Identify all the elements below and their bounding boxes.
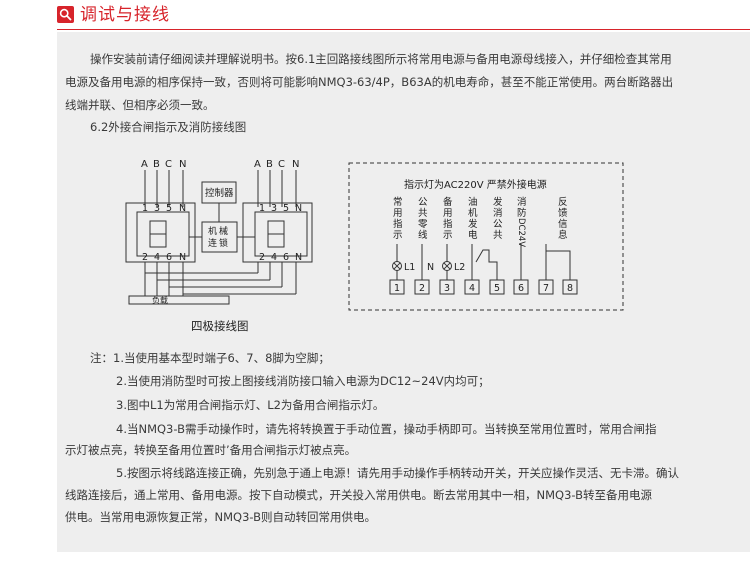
- col-label: 零: [418, 219, 428, 230]
- terminal-number: 3: [154, 203, 160, 214]
- terminal-number: N: [295, 203, 302, 214]
- phase-label: N: [292, 159, 299, 170]
- terminal-number: 4: [154, 252, 160, 263]
- col-label: 电: [468, 229, 478, 241]
- col-label: 消: [517, 196, 527, 208]
- note-4-line-2: 示灯被点亮，转换至备用位置时’备用合闸指示灯被点亮。: [65, 443, 357, 457]
- interlock-label: 锁: [219, 237, 228, 249]
- phase-label: B: [153, 159, 160, 170]
- terminal-number: N: [179, 252, 186, 263]
- col-label: 公: [493, 219, 503, 230]
- note-5-line-2: 线路连接后，通上常用、备用电源。按下自动模式，开关投入常用供电。断去常用其中一相…: [65, 488, 653, 502]
- diagram-title: 6.2外接合闸指示及消防接线图: [90, 120, 247, 134]
- intro-line-1: 操作安装前请仔细阅读并理解说明书。按6.1主回路接线图所示将常用电源与备用电源母…: [90, 52, 672, 66]
- diagram-header: 指示灯为AC220V 严禁外接电源: [404, 178, 547, 191]
- note-5-line-3: 供电。当常用电源恢复正常，NMQ3-B则自动转回常用供电。: [65, 510, 377, 524]
- note-4-line-1: 4.当NMQ3-B需手动操作时，请先将转换置于手动位置，操动手柄即可。当转换至常…: [116, 422, 657, 436]
- terminal-number: 6: [518, 283, 524, 294]
- terminal-number: 2: [142, 252, 148, 263]
- terminal-number: 1: [394, 283, 400, 294]
- header-divider: [57, 29, 750, 30]
- col-label: 用: [443, 208, 453, 219]
- col-label: 机: [468, 207, 478, 219]
- terminal-number: 4: [469, 283, 475, 294]
- col-label: 反: [558, 197, 568, 208]
- interlock-label: 连: [208, 237, 217, 249]
- col-label: 常: [393, 196, 403, 208]
- phase-label: C: [278, 159, 285, 170]
- phase-label: N: [179, 159, 186, 170]
- terminal-number: 7: [543, 283, 549, 294]
- terminal-number: N: [179, 203, 186, 214]
- phase-label: A: [254, 159, 261, 170]
- terminal-number: 8: [567, 283, 573, 294]
- terminal-number: 1: [142, 203, 148, 214]
- col-label: 发: [468, 218, 478, 230]
- phase-label: B: [266, 159, 273, 170]
- terminal-number: 5: [166, 203, 172, 214]
- intro-line-2: 电源及备用电源的相序保持一致，否则将可能影响NMQ3-63/4P，B63A的机电…: [65, 75, 674, 89]
- neutral-label: N: [427, 262, 434, 273]
- col-label: 指: [443, 218, 453, 230]
- section-header: 调试与接线: [0, 0, 750, 32]
- col-label: 消: [493, 207, 503, 219]
- section-title: 调试与接线: [80, 5, 170, 25]
- col-label: 防: [517, 207, 527, 219]
- terminal-number: 5: [494, 283, 500, 294]
- col-label: 用: [393, 208, 403, 219]
- note-2: 2.当使用消防型时可按上图接线消防接口输入电源为DC12~24V内均可；: [116, 374, 490, 388]
- col-label: 信: [558, 218, 568, 230]
- col-label: 示: [393, 230, 403, 241]
- terminal-number: 3: [444, 283, 450, 294]
- col-label: 共: [493, 230, 503, 241]
- col-label: 发: [493, 196, 503, 208]
- phase-label: A: [141, 159, 148, 170]
- terminal-number: 6: [166, 252, 172, 263]
- lamp-l1-label: L1: [404, 262, 415, 273]
- lamp-l2-label: L2: [454, 262, 465, 273]
- terminal-number: 5: [283, 203, 289, 214]
- col-label: 示: [443, 230, 453, 241]
- terminal-number: 3: [271, 203, 277, 214]
- col-label: 油: [468, 196, 478, 208]
- col-label: 公: [418, 197, 428, 208]
- col-label: 馈: [558, 207, 568, 219]
- interlock-label: 械: [219, 225, 228, 237]
- interlock-label: 机: [208, 225, 217, 237]
- col-label: 指: [393, 218, 403, 230]
- intro-line-3: 线端并联、但相序必须一致。: [65, 98, 215, 112]
- note-3: 3.图中L1为常用合闸指示灯、L2为备用合闸指示灯。: [116, 398, 385, 412]
- note-5-line-1: 5.按图示将线路连接正确，先别急于通上电源！请先用手动操作手柄转动开关，开关应操…: [116, 466, 679, 480]
- terminal-number: 4: [271, 252, 277, 263]
- terminal-number: 1: [259, 203, 265, 214]
- col-label: 共: [418, 208, 428, 219]
- terminal-number: 2: [419, 283, 425, 294]
- dc24v-label: DC24V: [516, 218, 526, 247]
- terminal-number: N: [295, 252, 302, 263]
- controller-label: 控制器: [205, 187, 234, 199]
- col-label: 备: [443, 196, 453, 208]
- col-label: 线: [418, 229, 428, 241]
- diagram-caption: 四极接线图: [191, 319, 249, 333]
- load-label: 负载: [152, 295, 168, 305]
- search-icon: [57, 6, 74, 23]
- col-label: 息: [558, 229, 568, 241]
- terminal-number: 6: [283, 252, 289, 263]
- terminal-number: 2: [259, 252, 265, 263]
- note-1: 注：1.当使用基本型时端子6、7、8脚为空脚；: [90, 351, 330, 365]
- phase-label: C: [165, 159, 172, 170]
